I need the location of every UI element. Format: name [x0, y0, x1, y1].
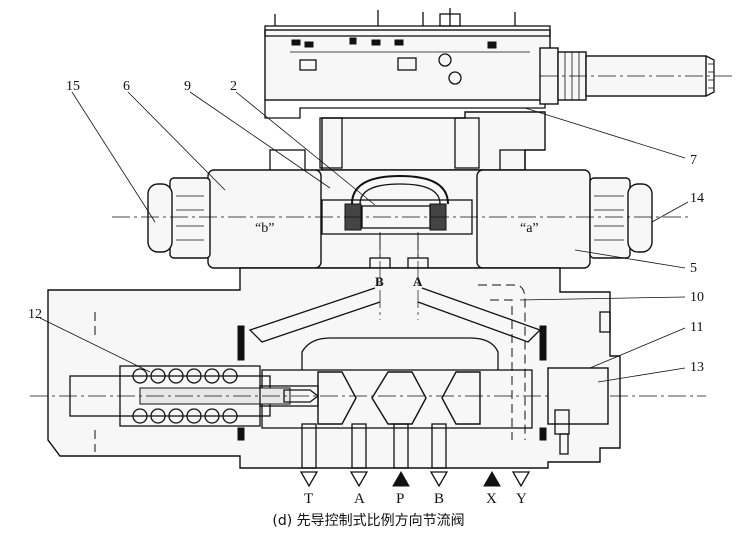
coil-label-a: “a”: [520, 221, 539, 236]
leader-lines: [39, 91, 689, 383]
main-valve-body: [30, 267, 706, 469]
port-label-y: Y: [516, 491, 527, 507]
pilot-port-label-b: B: [375, 274, 384, 289]
port-label-a: A: [354, 491, 365, 507]
pilot-valve: [112, 111, 690, 289]
port-label-x: X: [486, 491, 497, 507]
port-label-b: B: [434, 491, 444, 507]
port-marker-b: [429, 471, 449, 488]
part-label-11: 11: [690, 320, 703, 335]
port-label-p: P: [396, 491, 404, 507]
electrical-connector: [539, 47, 733, 105]
port-marker-y: [511, 471, 531, 488]
port-labels: T A P B X Y: [304, 491, 527, 507]
part-label-14: 14: [690, 191, 704, 206]
part-label-12: 12: [28, 307, 42, 322]
pilot-port-label-a: A: [413, 274, 423, 289]
part-label-6: 6: [123, 79, 130, 94]
port-marker-p: [392, 470, 410, 487]
part-label-15: 15: [66, 79, 80, 94]
part-label-5: 5: [690, 261, 697, 276]
port-marker-t: [299, 471, 319, 488]
port-label-t: T: [304, 491, 313, 507]
centering-spring: [132, 368, 238, 424]
part-label-13: 13: [690, 360, 704, 375]
part-labels: 15 6 9 2 7 14 5 10 11 12 13: [28, 79, 704, 375]
part-label-7: 7: [690, 153, 697, 168]
part-label-9: 9: [184, 79, 191, 94]
figure-caption: (d) 先导控制式比例方向节流阀: [272, 513, 465, 529]
coil-label-b: “b”: [255, 221, 274, 236]
port-marker-a: [349, 471, 369, 488]
amplifier-housing: [264, 8, 551, 119]
part-label-2: 2: [230, 79, 237, 94]
port-marker-x: [483, 470, 501, 487]
part-label-10: 10: [690, 290, 704, 305]
port-markers: [299, 470, 531, 488]
